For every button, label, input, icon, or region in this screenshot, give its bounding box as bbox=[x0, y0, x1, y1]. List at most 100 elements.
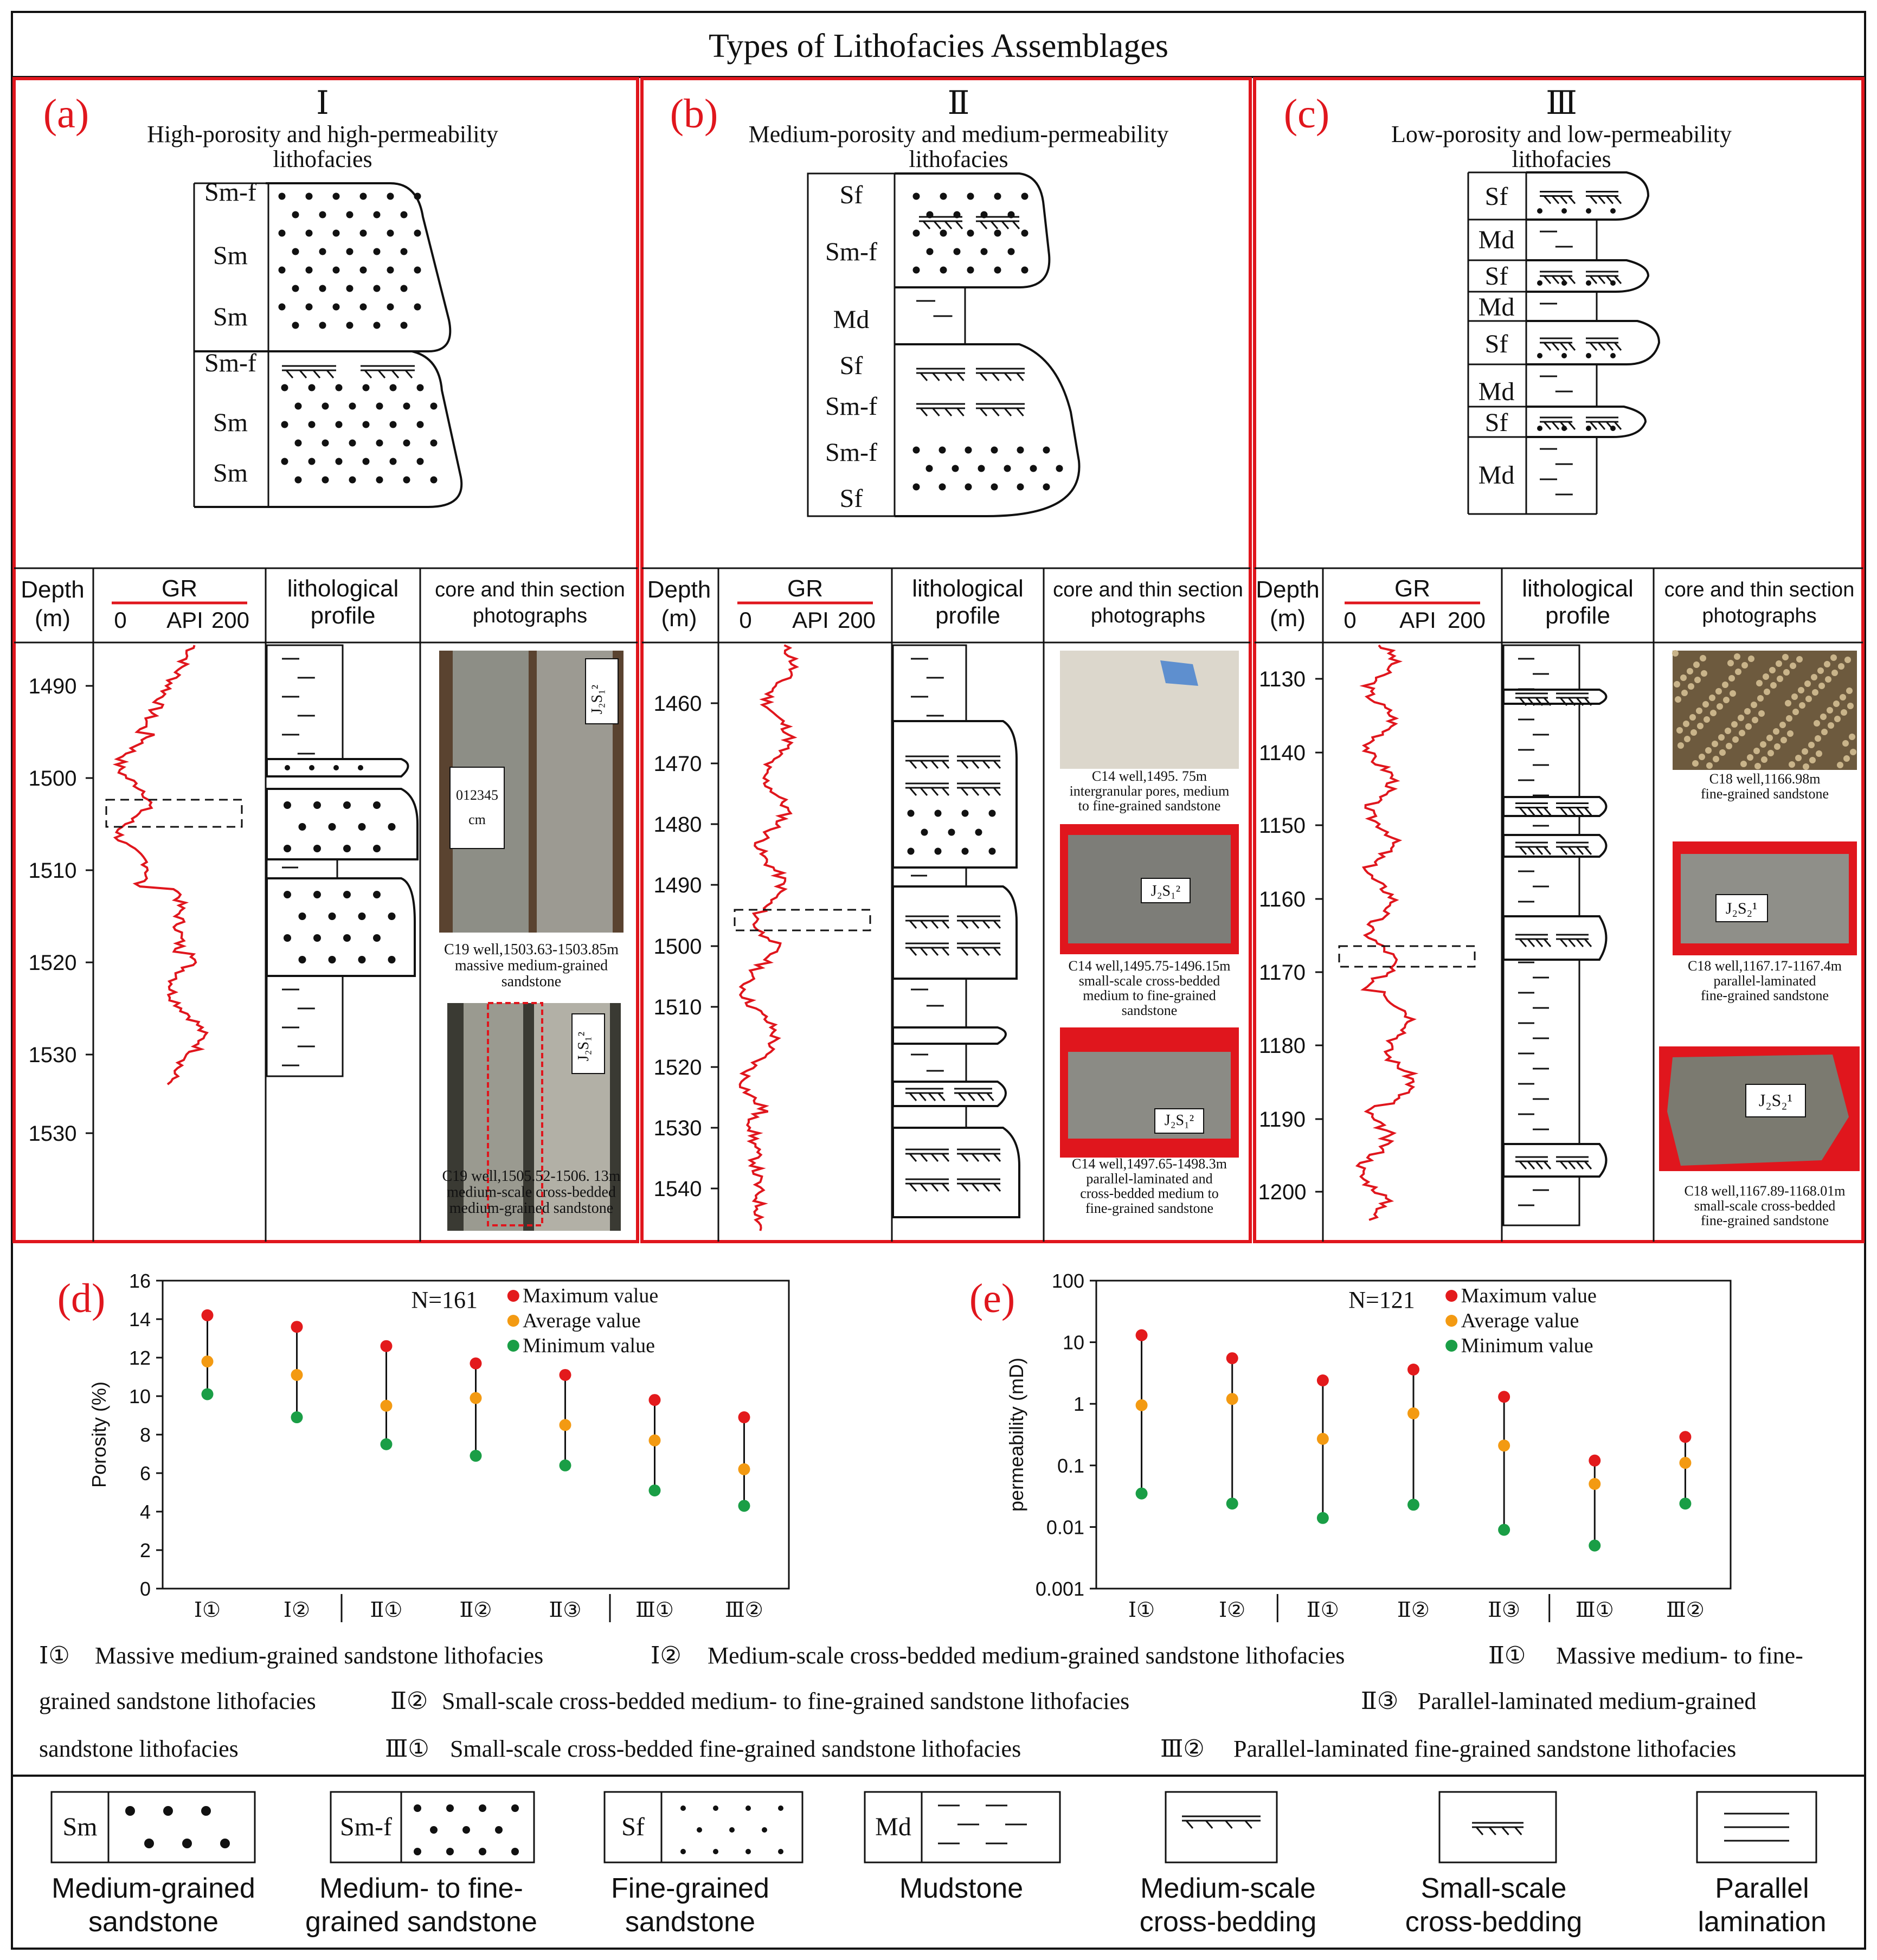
cross-bed-tick bbox=[909, 760, 917, 769]
grain-dot bbox=[994, 229, 1001, 237]
bed-outline bbox=[1502, 689, 1608, 705]
grain-dot bbox=[359, 303, 367, 311]
lithofacies-code: Sf bbox=[1485, 330, 1508, 358]
lithofacies-code: Md bbox=[1479, 226, 1515, 254]
gr-header: GR bbox=[787, 575, 823, 602]
cross-bed-tick bbox=[960, 947, 969, 956]
grain bbox=[1825, 676, 1831, 683]
photo-caption: sandstone bbox=[1122, 1003, 1178, 1018]
figure-title: Types of Lithofacies Assemblages bbox=[709, 28, 1168, 65]
grain bbox=[1715, 688, 1722, 695]
legend-label: Average value bbox=[1461, 1309, 1579, 1332]
bed-outline bbox=[892, 720, 1018, 869]
cross-bed-tick bbox=[982, 760, 991, 769]
grain-dot bbox=[994, 192, 1001, 200]
depth-label: 1490 bbox=[654, 873, 702, 897]
grain-dot bbox=[298, 912, 306, 920]
point-average-value bbox=[380, 1399, 393, 1412]
cross-bed-tick bbox=[941, 787, 950, 796]
point-minimum-value bbox=[1316, 1512, 1329, 1524]
gr-min: 0 bbox=[114, 607, 126, 633]
bed-outline bbox=[1502, 796, 1608, 817]
cross-bed-tick bbox=[1589, 275, 1598, 284]
grain bbox=[1690, 729, 1697, 736]
bed-outline bbox=[892, 885, 1018, 980]
legend-marker bbox=[507, 1315, 519, 1327]
legend-marker bbox=[1445, 1315, 1458, 1327]
grain-dot bbox=[305, 303, 313, 311]
cross-bed-symbol bbox=[361, 365, 415, 378]
depth-header: Depth bbox=[21, 576, 84, 603]
cross-bed-tick bbox=[971, 920, 980, 929]
point-minimum-value bbox=[738, 1500, 750, 1512]
cross-bed-tick bbox=[1535, 697, 1544, 706]
grain-dot bbox=[925, 465, 933, 472]
grain-dot bbox=[1007, 248, 1015, 255]
legend-code: Ⅰ② bbox=[651, 1642, 682, 1669]
grain bbox=[1761, 756, 1767, 763]
depth-label: 1510 bbox=[29, 859, 77, 883]
lithofacies-code: Sm-f bbox=[204, 178, 256, 207]
core-sample bbox=[1068, 1052, 1231, 1139]
grain bbox=[1699, 754, 1705, 760]
grain-dot bbox=[980, 248, 988, 255]
grain bbox=[1747, 754, 1753, 761]
cross-bed-symbol bbox=[957, 915, 1001, 929]
grain-dot bbox=[332, 192, 340, 200]
grain-dot bbox=[991, 483, 998, 491]
bed-outline bbox=[1526, 219, 1598, 260]
y-tick-label: 14 bbox=[129, 1308, 151, 1331]
grain-dot bbox=[308, 421, 316, 428]
legend-symbol-label: cross-bedding bbox=[1405, 1906, 1583, 1938]
y-tick-label: 0.001 bbox=[1036, 1578, 1084, 1600]
grain bbox=[1683, 721, 1689, 727]
scale-label-unit: cm bbox=[468, 812, 486, 827]
gr-curve bbox=[1355, 644, 1419, 1221]
lithofacies-code: Sm bbox=[213, 408, 248, 437]
y-axis-label: permeability (mD) bbox=[1005, 1358, 1027, 1512]
profile-header: lithological bbox=[1522, 575, 1633, 602]
gr-min: 0 bbox=[1344, 607, 1356, 633]
cross-bed-tick bbox=[1551, 195, 1560, 204]
lithofacies-code: Sm bbox=[213, 303, 248, 331]
grain bbox=[1712, 741, 1718, 747]
cross-bed-symbol bbox=[1540, 416, 1576, 430]
grain bbox=[1796, 656, 1803, 663]
grain bbox=[1754, 763, 1761, 769]
depth-label: 1510 bbox=[654, 995, 702, 1019]
grain-dot bbox=[309, 765, 314, 770]
x-tick-label: Ⅱ③ bbox=[1488, 1599, 1520, 1622]
gr-unit: API bbox=[166, 607, 203, 633]
y-tick-label: 100 bbox=[1052, 1270, 1084, 1292]
panel-tag-a: (a) bbox=[43, 91, 89, 137]
grain bbox=[1814, 720, 1820, 727]
grain-dot bbox=[952, 465, 959, 472]
y-tick-label: 0.1 bbox=[1057, 1455, 1084, 1477]
grain bbox=[1700, 655, 1706, 661]
cross-bed-tick bbox=[971, 760, 980, 769]
grain-dot bbox=[294, 476, 302, 484]
legend-label: Maximum value bbox=[1461, 1284, 1597, 1307]
cross-bed-tick bbox=[391, 370, 400, 378]
grain-dot bbox=[328, 912, 336, 920]
grain bbox=[1713, 756, 1719, 762]
grain-dot bbox=[388, 823, 396, 831]
cross-bed-symbol bbox=[916, 368, 965, 381]
grain bbox=[1735, 669, 1741, 675]
cross-bed-tick bbox=[1535, 939, 1544, 947]
chart-plot-area bbox=[1095, 1280, 1732, 1590]
cross-bed-tick bbox=[957, 1093, 966, 1101]
mud-interval bbox=[892, 644, 967, 722]
cross-bed-tick bbox=[956, 408, 965, 416]
grain-dot bbox=[416, 458, 424, 465]
grain bbox=[1817, 667, 1824, 674]
grain-dot bbox=[313, 801, 321, 809]
y-tick-label: 0 bbox=[140, 1578, 151, 1600]
cross-bed-tick bbox=[1567, 807, 1576, 816]
grain bbox=[1706, 762, 1713, 769]
point-average-value bbox=[1135, 1399, 1148, 1411]
cross-bed-tick bbox=[920, 1183, 928, 1192]
cross-bed-tick bbox=[1543, 697, 1552, 706]
